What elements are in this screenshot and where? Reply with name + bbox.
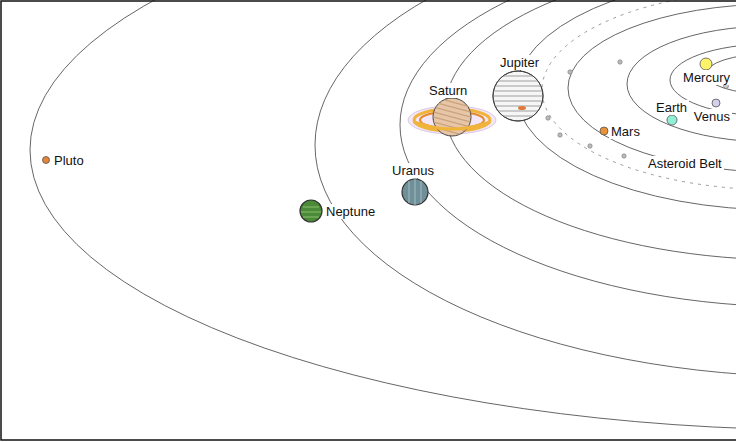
planet-label: Jupiter <box>498 55 541 70</box>
asteroids <box>546 60 702 167</box>
asteroid <box>546 116 550 120</box>
planet-label: Pluto <box>52 153 86 168</box>
pluto-planet <box>43 157 50 164</box>
orbit <box>400 0 736 307</box>
uranus-planet <box>402 179 428 205</box>
belt-label: Asteroid Belt <box>646 156 724 171</box>
planet-label: Saturn <box>427 83 469 98</box>
asteroid <box>588 144 592 148</box>
orbit <box>516 0 736 210</box>
asteroid <box>558 133 562 137</box>
earth-planet <box>667 115 677 125</box>
planet-label: Earth <box>654 100 689 115</box>
planet-label: Uranus <box>390 163 436 178</box>
orbit <box>315 0 736 377</box>
asteroid <box>618 60 622 64</box>
orbit <box>445 0 736 260</box>
asteroid <box>568 70 572 74</box>
venus-planet <box>712 99 720 107</box>
mercury-planet <box>700 58 712 70</box>
saturn-planet <box>408 96 496 138</box>
orbits <box>30 0 736 430</box>
orbit <box>30 0 736 430</box>
neptune-planet <box>300 200 322 222</box>
planet-label: Mars <box>609 124 642 139</box>
mars-planet <box>600 127 608 135</box>
asteroid-belt-path <box>542 0 736 190</box>
jupiter-planet <box>490 71 546 121</box>
planet-label: Mercury <box>681 70 732 85</box>
planet-label: Venus <box>692 109 732 124</box>
orbit <box>627 26 736 142</box>
asteroid <box>622 154 626 158</box>
orbit <box>568 4 736 172</box>
planet-label: Neptune <box>324 204 377 219</box>
